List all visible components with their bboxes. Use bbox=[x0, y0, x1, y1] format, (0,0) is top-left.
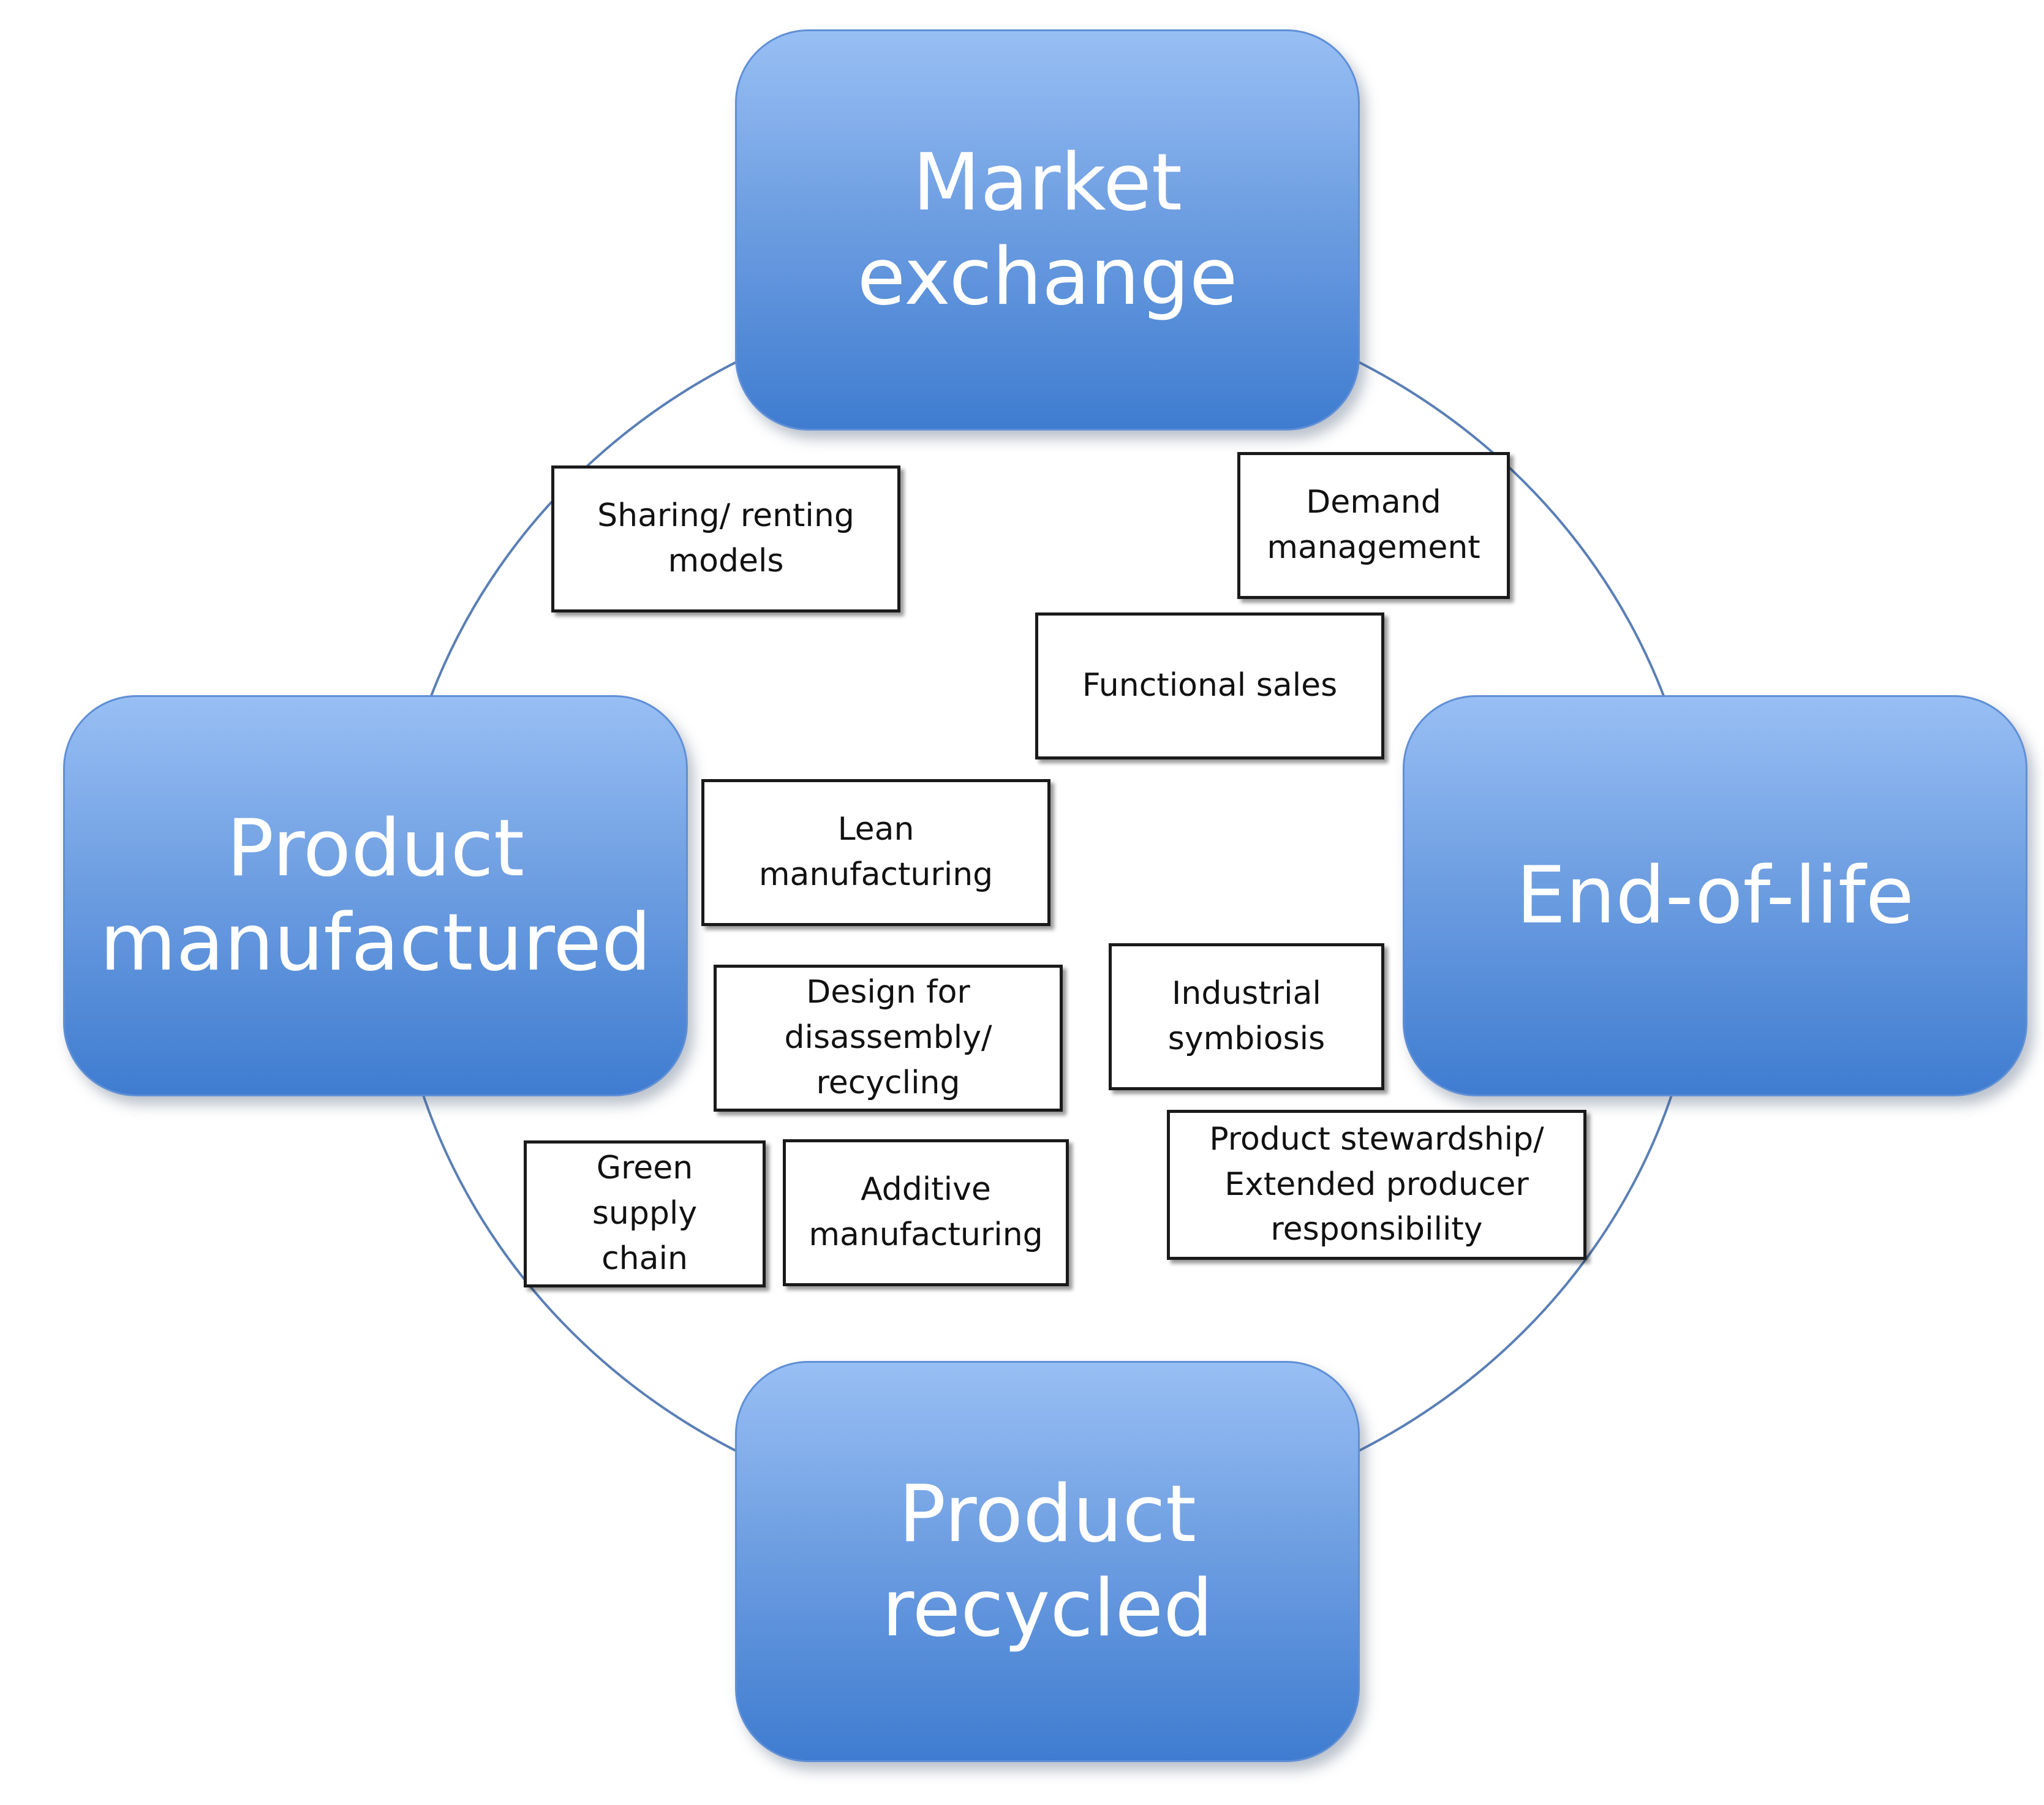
practice-product-stewardship: Product stewardship/ Extended producer r… bbox=[1167, 1110, 1586, 1260]
practice-sharing-renting-models: Sharing/ renting models bbox=[551, 465, 900, 612]
stage-product-manufactured: Product manufactured bbox=[63, 695, 688, 1096]
stage-end-of-life: End-of-life bbox=[1403, 695, 2027, 1096]
practice-additive-manufacturing: Additive manufacturing bbox=[783, 1139, 1069, 1286]
practice-industrial-symbiosis: Industrial symbiosis bbox=[1109, 943, 1384, 1090]
stage-market-exchange: Market exchange bbox=[735, 29, 1360, 431]
practice-functional-sales: Functional sales bbox=[1035, 612, 1384, 759]
practice-lean-manufacturing: Lean manufacturing bbox=[701, 779, 1050, 926]
practice-green-supply-chain: Green supply chain bbox=[524, 1140, 766, 1287]
practice-demand-management: Demand management bbox=[1237, 452, 1510, 599]
stage-product-recycled: Product recycled bbox=[735, 1361, 1360, 1762]
practice-design-for-disassembly: Design for disassembly/ recycling bbox=[714, 965, 1063, 1112]
